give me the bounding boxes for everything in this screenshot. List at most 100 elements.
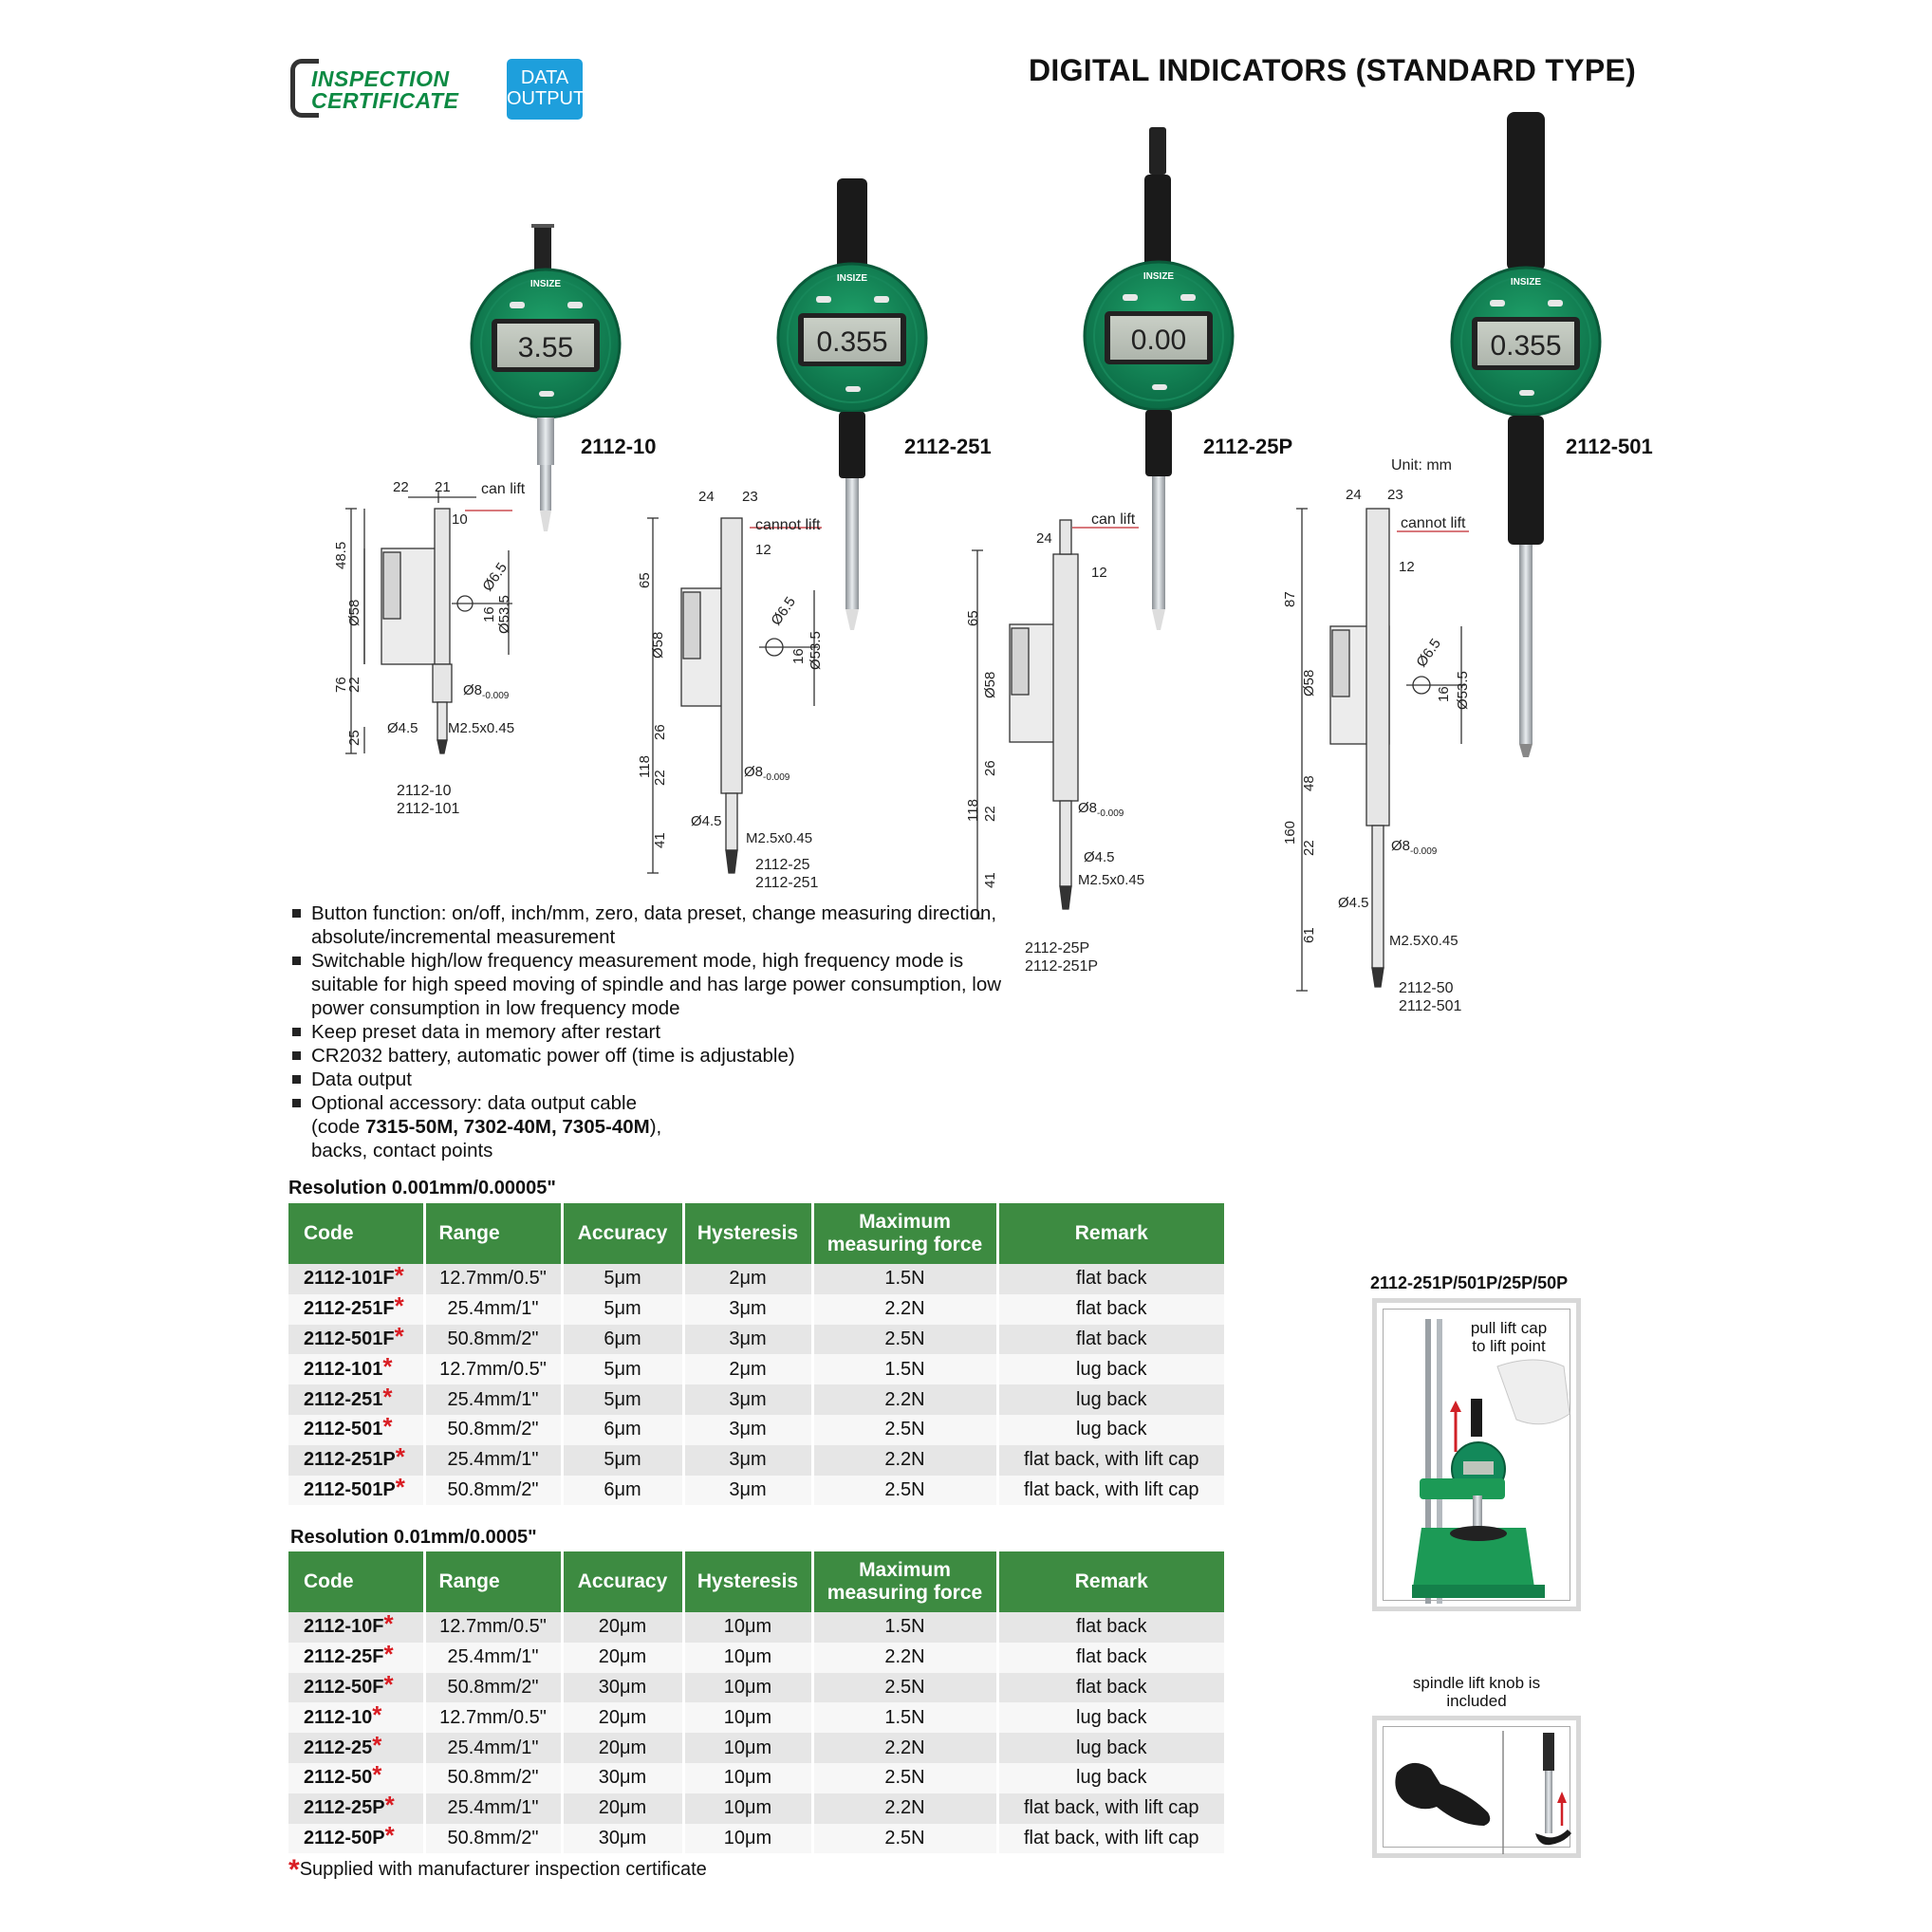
cell-range: 12.7mm/0.5"	[422, 1354, 562, 1385]
cell-remark: flat back, with lift cap	[995, 1823, 1224, 1854]
svg-text:Ø8: Ø8	[744, 764, 763, 780]
cell-range: 12.7mm/0.5"	[422, 1264, 562, 1294]
svg-text:12: 12	[755, 542, 771, 558]
footnote: *Supplied with manufacturer inspection c…	[288, 1856, 707, 1885]
svg-text:Ø58: Ø58	[650, 632, 666, 659]
cell-hysteresis: 10μm	[681, 1672, 812, 1703]
svg-text:Ø6.5: Ø6.5	[479, 560, 511, 594]
svg-text:24: 24	[1036, 530, 1052, 547]
svg-text:22: 22	[652, 770, 668, 786]
display-reading-2: 0.355	[816, 326, 887, 358]
cell-accuracy: 5μm	[560, 1293, 683, 1325]
cell-force: 2.5N	[810, 1823, 997, 1854]
certificate-star: *	[382, 1412, 393, 1441]
cell-accuracy: 5μm	[560, 1354, 683, 1385]
cell-code: 2112-10F*	[288, 1611, 424, 1643]
cell-hysteresis: 3μm	[681, 1293, 812, 1325]
cert-line2: CERTIFICATE	[311, 88, 459, 113]
cell-remark: flat back	[995, 1264, 1224, 1294]
lift-cap-note-line2: to lift point	[1472, 1337, 1546, 1355]
drawing-caption-2: 2112-25 2112-251	[755, 856, 818, 892]
svg-text:48.5: 48.5	[333, 542, 349, 569]
col-accuracy: Accuracy	[560, 1551, 683, 1612]
accessory-line2: (code 7315-50M, 7302-40M, 7305-40M),	[311, 1115, 1010, 1139]
cell-accuracy: 20μm	[560, 1733, 683, 1763]
svg-text:21: 21	[435, 479, 451, 495]
cell-remark: flat back	[995, 1672, 1224, 1703]
cell-hysteresis: 10μm	[681, 1702, 812, 1734]
product-illustrations: 3.55 INSIZE 0.355 INSIZE 0.00	[333, 112, 1653, 992]
knob-note-line2: included	[1446, 1692, 1507, 1710]
cell-code: 2112-25P*	[288, 1793, 424, 1824]
cell-force: 2.2N	[810, 1642, 997, 1673]
caption-1-line1: 2112-10	[397, 783, 452, 799]
svg-text:Ø4.5: Ø4.5	[1338, 895, 1369, 911]
certificate-star: *	[384, 1791, 395, 1820]
svg-text:16: 16	[790, 648, 807, 664]
svg-text:Ø53.5: Ø53.5	[1455, 671, 1471, 710]
caption-2-line2: 2112-251	[755, 875, 819, 891]
svg-text:118: 118	[637, 755, 653, 778]
svg-text:10: 10	[452, 511, 468, 528]
caption-4-line2: 2112-501	[1399, 998, 1462, 1014]
cell-force: 2.5N	[810, 1475, 997, 1506]
cell-remark: lug back	[995, 1384, 1224, 1415]
feature-item: Keep preset data in memory after restart	[288, 1020, 1010, 1044]
certificate-star: *	[382, 1351, 393, 1381]
cell-remark: flat back, with lift cap	[995, 1793, 1224, 1824]
display-reading-1: 3.55	[518, 332, 573, 363]
certificate-star: *	[394, 1291, 404, 1321]
svg-text:-0.009: -0.009	[482, 691, 510, 701]
cell-remark: flat back, with lift cap	[995, 1475, 1224, 1506]
drawing-2112-10	[345, 492, 512, 754]
indicator-2112-10: 3.55 INSIZE	[470, 224, 622, 531]
knob-note-line1: spindle lift knob is	[1412, 1674, 1541, 1692]
cell-remark: lug back	[995, 1414, 1224, 1445]
cell-force: 1.5N	[810, 1264, 997, 1294]
cell-code: 2112-50P*	[288, 1823, 424, 1854]
cell-force: 2.5N	[810, 1672, 997, 1703]
data-badge-line2: OUTPUT	[507, 88, 585, 109]
cell-remark: flat back	[995, 1324, 1224, 1355]
lift-cap-note: pull lift cap to lift point	[1450, 1319, 1568, 1355]
drawing-2112-25P	[972, 519, 1139, 920]
cell-range: 50.8mm/2"	[422, 1672, 562, 1703]
svg-text:118: 118	[965, 799, 981, 822]
accessory-code-prefix: (code	[311, 1116, 365, 1138]
cell-range: 25.4mm/1"	[422, 1444, 562, 1476]
svg-text:22: 22	[393, 479, 409, 495]
can-lift-label-3: can lift	[1091, 511, 1136, 528]
caption-1-line2: 2112-101	[397, 801, 460, 817]
svg-text:160: 160	[1282, 821, 1298, 845]
code-text: 2112-10	[304, 1706, 373, 1728]
cell-code: 2112-501*	[288, 1412, 424, 1445]
caption-2-line1: 2112-25	[755, 857, 810, 873]
cell-accuracy: 5μm	[560, 1384, 683, 1415]
indicator-2112-501: 0.355 INSIZE	[1450, 112, 1602, 757]
certificate-star: *	[383, 1640, 394, 1669]
cell-accuracy: 20μm	[560, 1642, 683, 1673]
cell-code: 2112-501F*	[288, 1324, 424, 1355]
cert-line1: INSPECTION	[311, 66, 450, 91]
knob-note: spindle lift knob is included	[1389, 1674, 1564, 1710]
code-text: 2112-25P	[304, 1797, 385, 1819]
cell-range: 50.8mm/2"	[422, 1414, 562, 1445]
caption-4-line1: 2112-50	[1399, 980, 1454, 996]
cell-hysteresis: 10μm	[681, 1612, 812, 1643]
cell-code: 2112-501P*	[288, 1475, 424, 1506]
svg-text:65: 65	[637, 572, 653, 588]
can-lift-label-1b: can lift	[481, 481, 526, 497]
cell-remark: flat back	[995, 1642, 1224, 1673]
cell-hysteresis: 2μm	[681, 1354, 812, 1385]
